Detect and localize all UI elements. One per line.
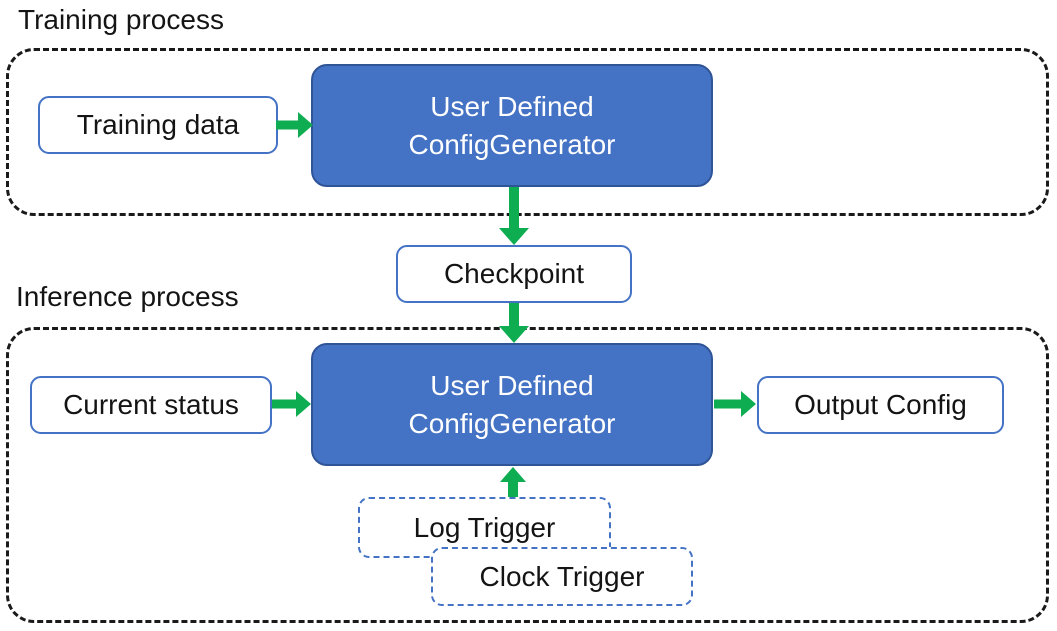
config-generator-training-node: User Defined ConfigGenerator <box>311 64 713 187</box>
current-status-label: Current status <box>63 389 239 420</box>
training-process-container <box>6 48 1049 216</box>
config-generator-inference-line1: User Defined <box>430 369 594 401</box>
clock-trigger-label: Clock Trigger <box>479 560 645 592</box>
arrow-head-icon <box>499 228 529 245</box>
arrow-head-icon <box>500 467 526 482</box>
config-generator-inference-line2: ConfigGenerator <box>408 407 616 439</box>
arrow-stem <box>509 187 519 228</box>
arrow-head-icon <box>298 112 313 138</box>
training-data-label: Training data <box>76 109 240 140</box>
inference-section-label: Inference process <box>16 281 239 312</box>
training-section-label: Training process <box>18 4 224 35</box>
config-generator-inference-node: User Defined ConfigGenerator <box>311 343 713 466</box>
checkpoint-label: Checkpoint <box>443 258 585 289</box>
arrow-triggers-to-generator <box>499 467 527 497</box>
arrow-stem <box>508 482 518 497</box>
arrow-stem <box>714 399 741 409</box>
config-generator-training-line2: ConfigGenerator <box>408 128 616 160</box>
arrow-generator-to-checkpoint <box>498 187 530 245</box>
arrow-current-status-to-generator <box>272 391 311 417</box>
log-trigger-label: Log Trigger <box>413 511 556 543</box>
checkpoint-node: Checkpoint <box>396 245 632 303</box>
arrow-checkpoint-to-generator <box>498 303 530 343</box>
arrow-generator-to-output-config <box>714 391 756 417</box>
output-config-node: Output Config <box>757 376 1004 434</box>
arrow-head-icon <box>296 391 311 417</box>
arrow-stem <box>272 399 296 409</box>
current-status-node: Current status <box>30 376 272 434</box>
clock-trigger-node: Clock Trigger <box>431 547 693 606</box>
output-config-label: Output Config <box>794 389 967 420</box>
arrow-stem <box>509 303 519 326</box>
arrow-head-icon <box>741 391 756 417</box>
arrow-head-icon <box>499 326 529 343</box>
arrow-stem <box>276 120 298 130</box>
training-data-node: Training data <box>38 96 278 154</box>
arrow-training-data-to-generator <box>276 112 313 138</box>
config-generator-training-line1: User Defined <box>430 90 594 122</box>
